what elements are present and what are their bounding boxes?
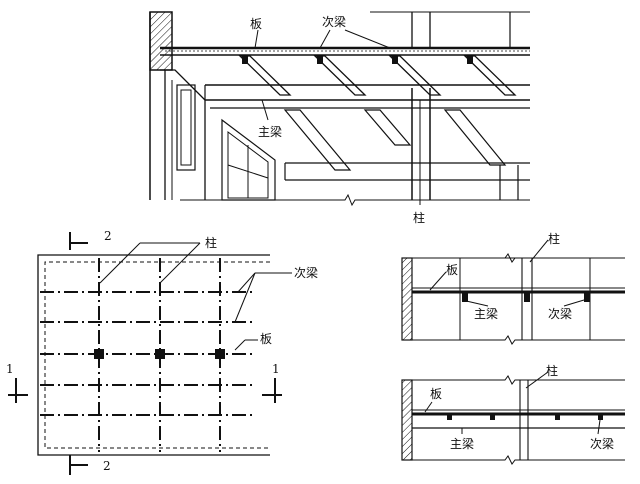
section1-slab-label: 板 <box>446 263 458 277</box>
perspective-secondary-beam-label: 次梁 <box>322 14 346 29</box>
plan-column-3 <box>215 349 225 359</box>
svg-text:2: 2 <box>103 459 111 473</box>
svg-text:1: 1 <box>272 362 280 376</box>
section-mark-1-left: 1 <box>6 362 28 403</box>
section-1-1: 柱 板 主梁 次梁 <box>401 231 625 345</box>
perspective-column-label: 柱 <box>413 210 425 225</box>
plan-secondary-beam-label: 次梁 <box>294 265 318 280</box>
plan-column-1 <box>94 349 104 359</box>
section1-main-beam-label: 主梁 <box>474 306 498 321</box>
plan-column-label: 柱 <box>205 235 217 250</box>
section1-main-beam-2 <box>524 292 530 302</box>
section1-main-beam-3 <box>584 292 590 302</box>
perspective-windows <box>160 69 276 201</box>
section1-main-beam-1 <box>462 292 468 302</box>
svg-text:2: 2 <box>104 229 112 243</box>
svg-text:1: 1 <box>6 362 14 376</box>
plan-column-2 <box>155 349 165 359</box>
perspective-main-beam <box>204 84 530 181</box>
perspective-wall <box>149 11 173 71</box>
perspective-slab <box>160 46 530 56</box>
section2-wall <box>401 379 413 461</box>
perspective-view: 板 次梁 主梁 柱 <box>149 11 530 225</box>
section2-beam-3 <box>555 414 560 420</box>
section2-secondary-beam-label: 次梁 <box>590 436 614 451</box>
plan-view: 2 2 1 1 柱 次梁 板 <box>6 229 318 475</box>
section-2-2: 柱 板 主梁 次梁 <box>401 363 625 465</box>
section-mark-2-bottom: 2 <box>69 455 111 475</box>
perspective-secondary-beams <box>238 55 517 171</box>
section2-main-beam-label: 主梁 <box>450 436 474 451</box>
perspective-slab-label: 板 <box>250 17 262 31</box>
perspective-column <box>411 12 431 200</box>
section-mark-1-right: 1 <box>262 362 282 403</box>
section-mark-2-top: 2 <box>69 229 112 250</box>
section2-beam-4 <box>598 414 603 420</box>
section1-wall <box>401 257 413 341</box>
perspective-main-beam-label: 主梁 <box>258 124 282 139</box>
plan-slab-label: 板 <box>260 332 272 346</box>
section2-beam-1 <box>447 414 452 420</box>
section2-beam-2 <box>490 414 495 420</box>
section2-slab-label: 板 <box>430 387 442 401</box>
section1-column-label: 柱 <box>548 231 560 246</box>
section2-column-label: 柱 <box>546 363 558 378</box>
section1-secondary-beam-label: 次梁 <box>548 306 572 321</box>
